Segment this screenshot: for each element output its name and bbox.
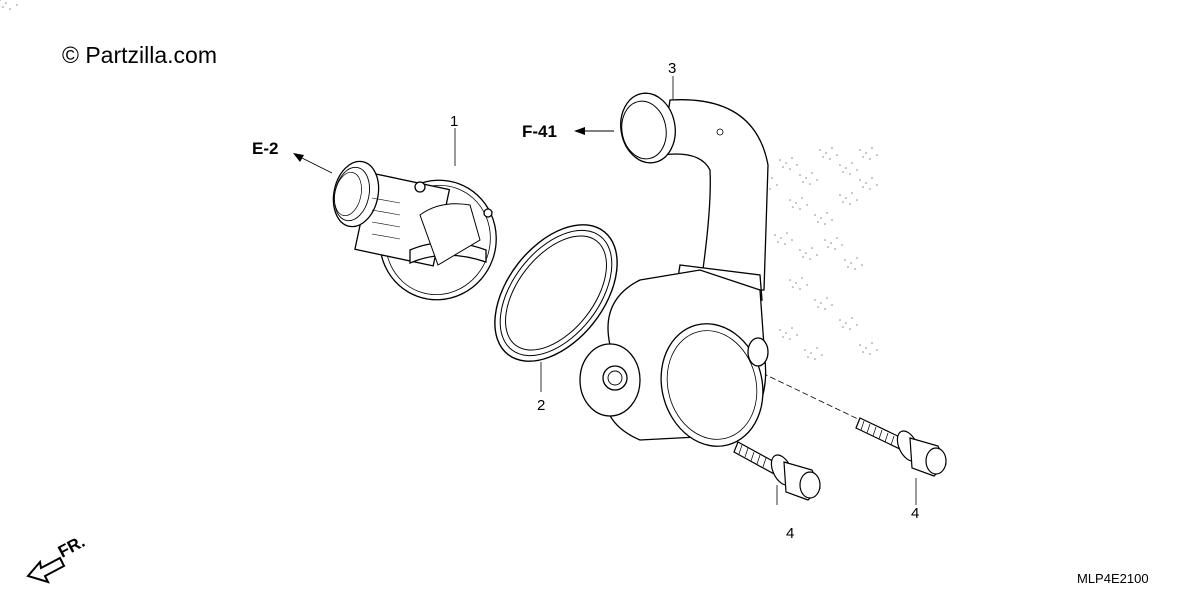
callout-gasket: 2 bbox=[537, 397, 545, 414]
callout-bolt-right: 4 bbox=[911, 505, 919, 522]
f41-reference-label: F-41 bbox=[522, 122, 557, 141]
callout-bolt-left: 4 bbox=[786, 525, 794, 542]
diagram-code: MLP4E2100 bbox=[1077, 571, 1149, 586]
housing-shading bbox=[0, 0, 878, 360]
f41-reference-arrow bbox=[574, 127, 614, 135]
partzilla-watermark: © Partzilla.com bbox=[62, 42, 217, 68]
e2-reference-label: E-2 bbox=[252, 139, 278, 158]
front-direction-arrow: FR. bbox=[26, 532, 88, 584]
thermostat-part bbox=[332, 160, 497, 301]
flange-bolt-right bbox=[855, 417, 947, 477]
callout-thermostat: 1 bbox=[450, 113, 458, 130]
thermostat-housing-part bbox=[579, 92, 769, 447]
flange-bolt-left bbox=[733, 441, 821, 501]
callout-housing: 3 bbox=[668, 60, 676, 77]
e2-reference-arrow bbox=[293, 153, 333, 174]
gasket-part bbox=[494, 224, 618, 362]
